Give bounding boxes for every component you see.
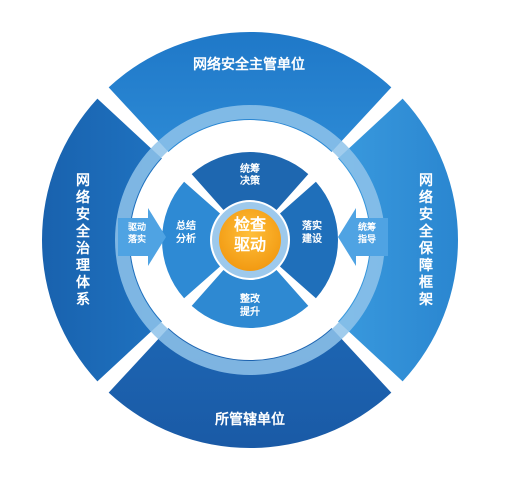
svg-text:落实: 落实 <box>128 233 146 245</box>
svg-text:框: 框 <box>419 274 433 291</box>
svg-text:体: 体 <box>76 274 91 291</box>
svg-text:网: 网 <box>419 173 433 189</box>
arrow-left-pointing-icon <box>338 208 388 266</box>
svg-text:理: 理 <box>76 258 90 274</box>
arrow-label-left: 驱动 落实 <box>128 222 146 245</box>
quadrant-label-bottom: 整改 提升 <box>239 292 261 318</box>
quadrant-bottom <box>191 269 309 328</box>
svg-text:检查: 检查 <box>234 215 266 234</box>
quadrant-right <box>279 181 338 299</box>
quadrant-label-left: 总结 分析 <box>176 219 196 245</box>
svg-text:络: 络 <box>419 189 433 206</box>
svg-text:全: 全 <box>418 223 434 240</box>
center-label: 检查 驱动 <box>234 215 266 254</box>
svg-text:分析: 分析 <box>176 232 196 245</box>
svg-text:决策: 决策 <box>240 174 261 187</box>
outer-label-left: 网 络 安 全 治 理 体 系 <box>75 173 91 308</box>
svg-text:落实: 落实 <box>302 219 322 232</box>
svg-text:络: 络 <box>76 189 90 206</box>
svg-text:提升: 提升 <box>240 305 260 318</box>
quadrant-left <box>161 181 221 299</box>
center-disc <box>219 209 281 271</box>
svg-text:总结: 总结 <box>176 219 196 232</box>
svg-text:驱动: 驱动 <box>128 222 146 233</box>
svg-text:保: 保 <box>418 240 434 257</box>
arrow-label-right: 统筹 指导 <box>358 221 376 245</box>
svg-text:障: 障 <box>419 257 433 274</box>
svg-text:统筹: 统筹 <box>358 221 376 233</box>
svg-text:网: 网 <box>76 173 90 189</box>
outer-label-right: 网 络 安 全 保 障 框 架 <box>418 173 434 308</box>
svg-text:统筹: 统筹 <box>240 162 260 175</box>
svg-text:建设: 建设 <box>301 232 322 245</box>
quadrant-top <box>191 152 309 211</box>
svg-text:架: 架 <box>418 291 433 308</box>
svg-text:系: 系 <box>76 291 90 308</box>
svg-text:整改: 整改 <box>239 292 261 305</box>
arrow-right-pointing-icon <box>118 208 166 266</box>
quadrant-label-right: 落实 建设 <box>301 219 322 245</box>
svg-text:安: 安 <box>419 206 433 223</box>
svg-text:治: 治 <box>76 240 90 257</box>
svg-text:驱动: 驱动 <box>234 235 266 254</box>
outer-label-top: 网络安全主管单位 <box>193 56 305 73</box>
outer-label-bottom: 所管辖单位 <box>215 411 285 428</box>
svg-text:安: 安 <box>76 206 90 223</box>
quadrant-label-top: 统筹 决策 <box>240 162 261 187</box>
svg-text:全: 全 <box>75 223 91 240</box>
svg-text:指导: 指导 <box>358 233 376 245</box>
